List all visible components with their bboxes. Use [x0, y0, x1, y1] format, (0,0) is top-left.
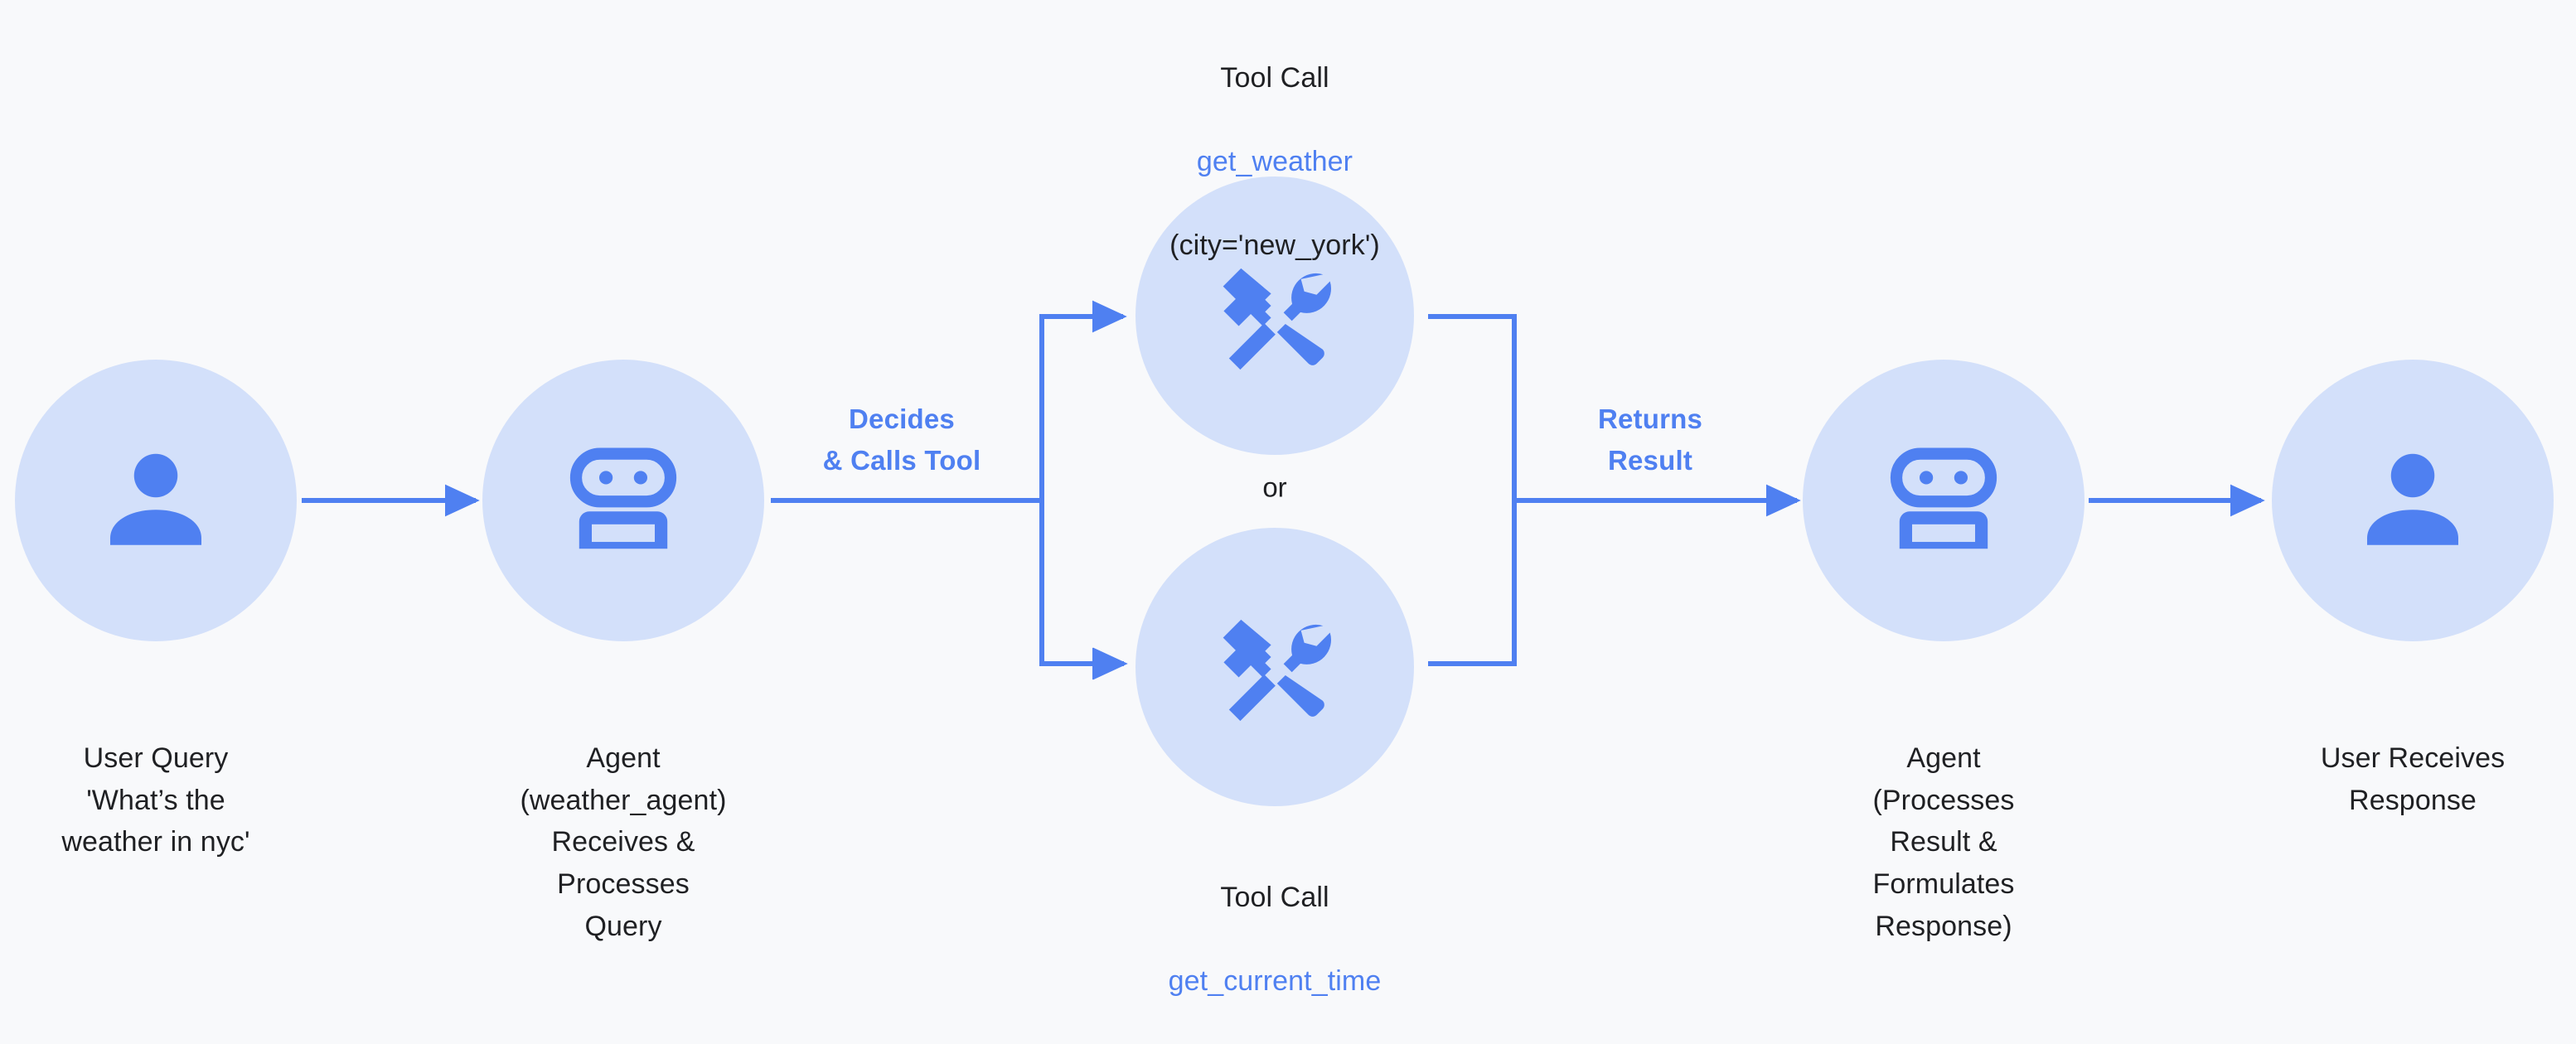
agent-receives-caption: Agent (weather_agent) Receives & Process…	[520, 742, 727, 942]
person-icon	[110, 453, 201, 545]
tool-top-caption: Tool Call get_weather (city='new_york')	[1043, 15, 1507, 309]
edge-label-returns-result: Returns Result	[1597, 404, 1703, 476]
robot-icon	[1890, 447, 1997, 549]
agent-processes-caption: Agent (Processes Result & Formulates Res…	[1872, 742, 2015, 942]
user-response-caption: User Receives Response	[2320, 742, 2506, 816]
tool-bottom-circle	[1135, 528, 1414, 806]
edge-label-decides-calls-tool: Decides & Calls Tool	[822, 404, 981, 476]
agent-receives-circle	[482, 360, 764, 641]
tool-top-circle	[1135, 176, 1414, 455]
tool-top-arguments: (city='new_york')	[1169, 230, 1380, 262]
agent-processes-circle	[1803, 360, 2085, 641]
tool-bottom-caption: Tool Call get_current_time	[1043, 834, 1507, 1044]
tool-bottom-function-name: get_current_time	[1168, 964, 1382, 997]
robot-icon	[569, 447, 677, 549]
connector-layer	[302, 300, 2265, 680]
tool-bottom-caption-line1: Tool Call	[1220, 881, 1329, 913]
tool-top-caption-line1: Tool Call	[1220, 61, 1329, 94]
tool-top-function-name: get_weather	[1196, 145, 1353, 177]
branch-or-label: or	[1262, 471, 1287, 503]
user-query-circle	[15, 360, 297, 641]
handyman-icon	[1223, 268, 1332, 370]
user-response-circle	[2272, 360, 2554, 641]
user-query-caption: User Query 'What’s the weather in nyc'	[61, 742, 250, 858]
person-icon	[2367, 453, 2458, 545]
handyman-icon	[1223, 619, 1332, 722]
diagram-canvas: User Query 'What’s the weather in nyc' A…	[15, 15, 2554, 997]
